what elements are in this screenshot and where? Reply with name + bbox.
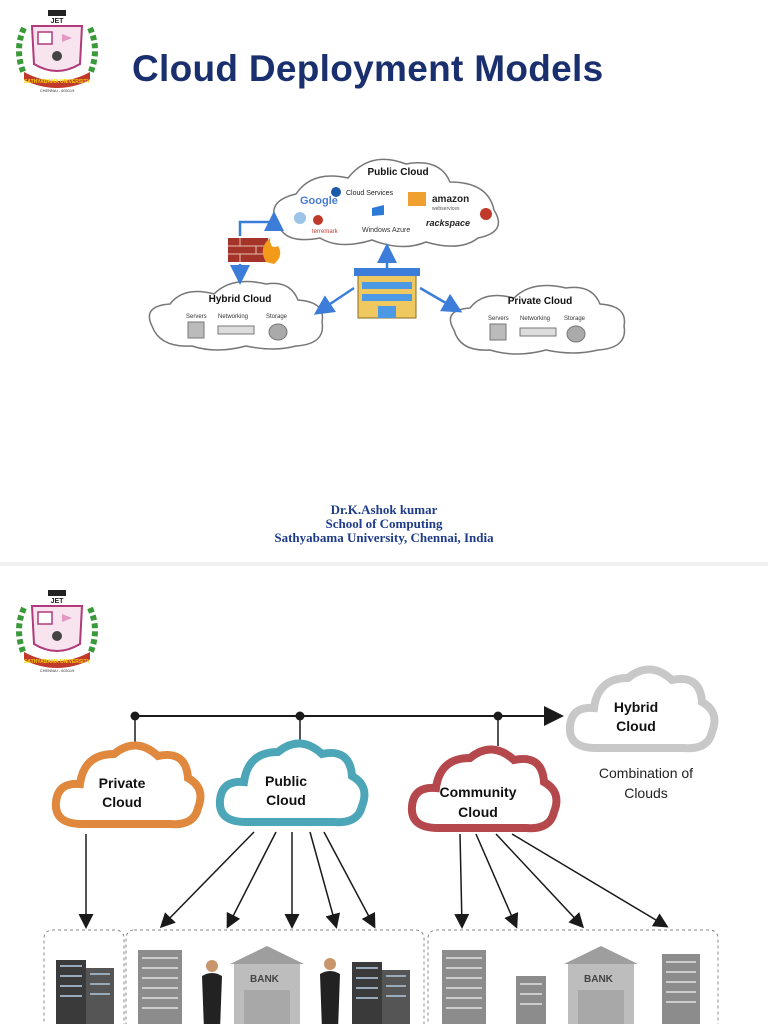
tower-building-icon: [138, 950, 182, 1024]
svg-text:terremark: terremark: [312, 229, 339, 235]
svg-text:Cloud Services: Cloud Services: [346, 190, 394, 197]
author-university: Sathyabama University, Chennai, India: [274, 530, 494, 545]
slide-divider: [0, 562, 768, 566]
community-cloud: Community Cloud: [412, 749, 557, 828]
svg-text:JET: JET: [51, 598, 65, 605]
storage-icon: [566, 325, 586, 343]
bank-building-icon: BANK: [230, 946, 304, 1024]
server-icon: [187, 321, 205, 339]
hybrid-caption: Combination of: [599, 765, 693, 781]
slide-1: JET SATHYABAMA UNIVERSITY CHENNAI - 6001…: [0, 10, 768, 545]
university-logo: JET SATHYABAMA UNIVERSITY CHENNAI - 6001…: [16, 590, 98, 673]
svg-text:Private: Private: [99, 775, 146, 791]
enterprise-building-icon: [354, 268, 420, 319]
svg-text:Cloud: Cloud: [266, 792, 306, 808]
svg-text:Cloud: Cloud: [616, 718, 656, 734]
svg-text:Networking: Networking: [218, 314, 248, 320]
hp-icon: [331, 187, 341, 197]
svg-text:Servers: Servers: [186, 314, 207, 320]
public-group-box: [125, 929, 425, 1024]
author-school: School of Computing: [325, 516, 443, 531]
author-name: Dr.K.Ashok kumar: [330, 502, 438, 517]
hybrid-cloud: Hybrid Cloud Servers Networking Storage: [148, 280, 324, 351]
svg-text:Private Cloud: Private Cloud: [508, 296, 572, 307]
businessman-icon: [202, 960, 222, 1024]
windows-icon: [372, 205, 384, 216]
aws-icon: [408, 192, 426, 206]
networking-icon: [519, 327, 557, 337]
tower-building-icon: [662, 954, 700, 1024]
hybrid-caption: Clouds: [624, 785, 668, 801]
storage-icon: [268, 323, 288, 341]
svg-text:Cloud: Cloud: [102, 794, 142, 810]
community-group-box: [427, 929, 719, 1024]
svg-text:CHENNAI - 600119: CHENNAI - 600119: [40, 668, 75, 673]
svg-text:Public: Public: [265, 773, 307, 789]
rackspace-icon: [480, 208, 492, 220]
hybrid-cloud: Hybrid Cloud: [570, 669, 715, 748]
svg-text:webservices: webservices: [432, 206, 460, 212]
firewall-icon: [228, 238, 281, 264]
svg-text:SATHYABAMA UNIVERSITY: SATHYABAMA UNIVERSITY: [24, 659, 91, 665]
terremark-icon: [313, 215, 323, 225]
cloud-deployment-diagram: Public Cloud Google Cloud Services amazo…: [148, 158, 626, 355]
tower-building-icon: [442, 950, 486, 1024]
office-building-icon: [56, 960, 114, 1024]
tower-building-icon: [516, 976, 546, 1024]
satellite-icon: [294, 212, 306, 224]
networking-icon: [217, 325, 255, 335]
svg-text:SATHYABAMA UNIVERSITY: SATHYABAMA UNIVERSITY: [24, 79, 91, 85]
svg-text:BANK: BANK: [250, 974, 280, 985]
google-logo: Google: [300, 195, 338, 207]
private-cloud: Private Cloud: [56, 745, 201, 824]
svg-text:Public Cloud: Public Cloud: [367, 167, 428, 178]
svg-text:Storage: Storage: [266, 314, 288, 320]
svg-text:rackspace: rackspace: [426, 218, 470, 228]
svg-text:Servers: Servers: [488, 316, 509, 322]
server-icon: [489, 323, 507, 341]
author-byline: Dr.K.Ashok kumar School of Computing Sat…: [0, 503, 768, 545]
svg-text:CHENNAI - 600119: CHENNAI - 600119: [40, 88, 75, 93]
svg-text:JET: JET: [51, 18, 65, 25]
svg-text:Hybrid: Hybrid: [614, 699, 658, 715]
svg-text:Storage: Storage: [564, 316, 586, 322]
deployment-models-diagram: Private Cloud Public Cloud Community Clo…: [43, 572, 719, 1024]
university-logo: JET SATHYABAMA UNIVERSITY CHENNAI - 6001…: [16, 10, 98, 93]
svg-text:Networking: Networking: [520, 316, 550, 322]
svg-text:Community: Community: [440, 784, 517, 800]
public-cloud: Public Cloud Google Cloud Services amazo…: [273, 158, 500, 248]
svg-text:BANK: BANK: [584, 974, 614, 985]
office-building-icon: [352, 962, 410, 1024]
bank-building-icon: BANK: [564, 946, 638, 1024]
svg-text:Windows Azure: Windows Azure: [362, 227, 410, 234]
slide-title: Cloud Deployment Models: [132, 48, 604, 89]
amazon-logo: amazon: [432, 194, 469, 205]
private-group-box: [43, 929, 125, 1024]
businesswoman-icon: [320, 958, 340, 1024]
slide-2: JET SATHYABAMA UNIVERSITY CHENNAI - 6001…: [0, 572, 768, 1024]
private-cloud: Private Cloud Servers Networking Storage: [449, 284, 626, 355]
svg-text:Cloud: Cloud: [458, 804, 498, 820]
public-cloud: Public Cloud: [220, 743, 365, 822]
svg-text:Hybrid Cloud: Hybrid Cloud: [209, 294, 272, 305]
